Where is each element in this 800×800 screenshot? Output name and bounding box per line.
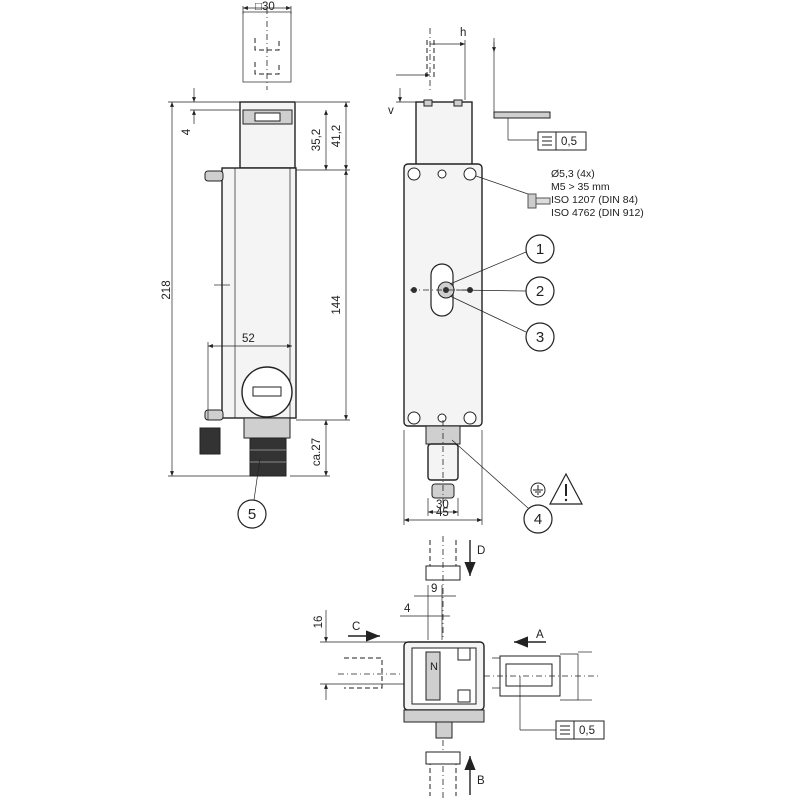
callout-2: 2: [525, 276, 555, 306]
callout-4: 4: [523, 504, 553, 534]
screw-icon: [527, 193, 551, 209]
mounting-note-3: ISO 1207 (DIN 84): [551, 194, 638, 206]
warning-icon: [549, 472, 583, 505]
side-view: □30 218 4 35,2 41,2 144 ca.27 52: [161, 1, 350, 529]
dir-b: B: [477, 775, 485, 787]
front-actuator: [396, 28, 435, 90]
ground-icon: [530, 482, 546, 498]
dim-square30: □30: [255, 1, 275, 13]
dim-52: 52: [242, 333, 255, 345]
dim-h: h: [460, 27, 466, 39]
dir-d: D: [477, 545, 485, 557]
dim-16: 16: [313, 616, 325, 629]
front-view: h v 30 45: [388, 27, 644, 534]
dim-41-2: 41,2: [331, 125, 343, 147]
front-head: [415, 101, 473, 169]
mounting-note-2: M5 > 35 mm: [551, 181, 610, 193]
flatness-icon: [542, 136, 552, 146]
svg-text:N: N: [430, 661, 438, 673]
dim-218: 218: [161, 280, 173, 299]
mounting-note-4: ISO 4762 (DIN 912): [551, 207, 644, 219]
svg-text:4: 4: [534, 511, 542, 528]
flatness-icon: [560, 725, 570, 735]
dim-9: 9: [431, 583, 437, 595]
dim-144: 144: [331, 295, 343, 315]
dim-45: 45: [436, 507, 449, 519]
svg-text:2: 2: [536, 283, 544, 300]
svg-text:5: 5: [248, 506, 256, 523]
dim-4-top: 4: [181, 128, 193, 135]
bottom-view: D 9 4 16 C N A: [313, 536, 605, 800]
callout-3: 3: [525, 322, 555, 352]
dim-35-2: 35,2: [311, 129, 323, 151]
callout-5: 5: [237, 499, 267, 529]
tolerance-top: 0,5: [561, 136, 577, 148]
svg-text:3: 3: [536, 329, 544, 346]
mounting-note-1: Ø5,3 (4x): [551, 168, 595, 180]
dim-4-bottom: 4: [404, 603, 411, 615]
flatness-detail-top: 0,5: [492, 38, 587, 151]
side-cable-gland: [249, 437, 287, 477]
dir-c: C: [352, 621, 360, 633]
dim-30: 30: [436, 499, 449, 511]
dir-a: A: [536, 629, 544, 641]
callout-1: 1: [525, 234, 555, 264]
dim-ca27: ca.27: [311, 438, 323, 466]
dim-v: v: [388, 105, 394, 117]
tolerance-bottom: 0,5: [579, 725, 595, 737]
svg-text:1: 1: [536, 241, 544, 258]
side-actuator: [242, 8, 292, 90]
